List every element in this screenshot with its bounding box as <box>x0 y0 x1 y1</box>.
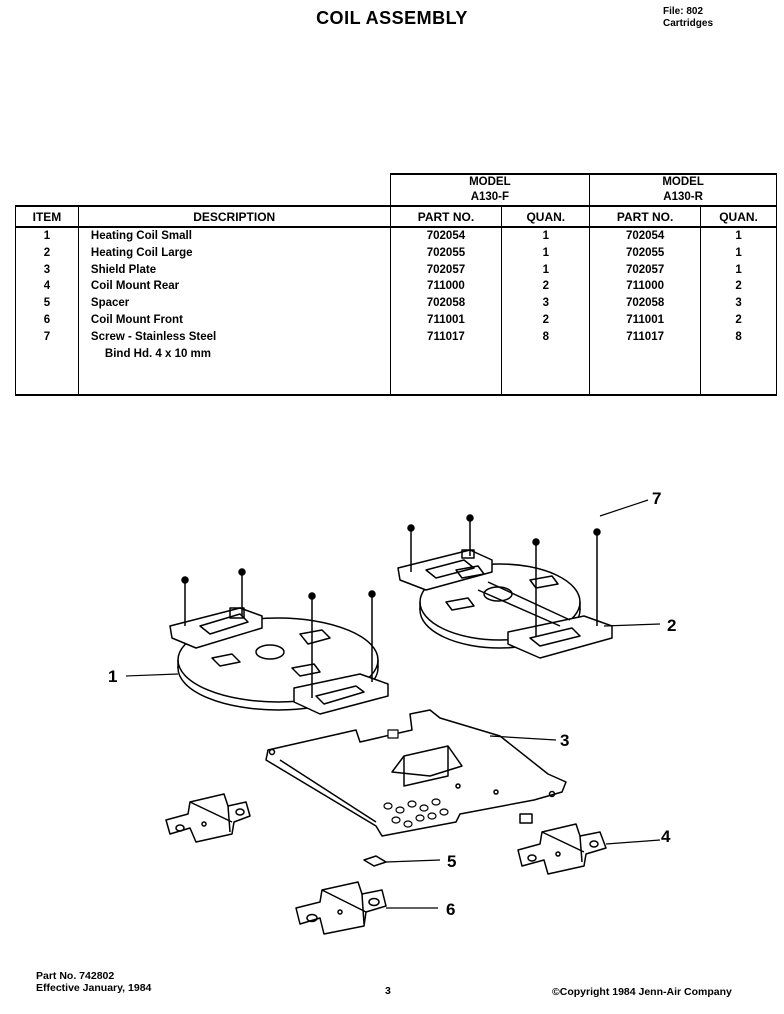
heating-coil-small-part <box>169 568 389 715</box>
table-cell-part-f: 711001 <box>427 313 465 326</box>
table-cell-quan-f: 2 <box>542 313 549 326</box>
col-description: DESCRIPTION <box>77 205 391 228</box>
screws-left <box>181 568 376 698</box>
table-cell-item: 2 <box>43 246 51 259</box>
quan-r-column: 1 1 1 2 3 2 8 <box>701 228 776 346</box>
table-cell-item: 6 <box>43 313 51 326</box>
table-cell-item: 5 <box>43 297 51 310</box>
table-cell-quan-r: 3 <box>735 297 742 310</box>
callout-2: 2 <box>667 616 676 635</box>
callout-7: 7 <box>652 489 661 508</box>
coil-mount-front-part <box>295 881 387 935</box>
table-cell-quan-f: 1 <box>542 263 549 276</box>
table-cell-part-f: 702054 <box>426 230 466 242</box>
callout-4: 4 <box>661 827 671 846</box>
table-cell-part-f: 702055 <box>426 246 466 259</box>
table-cell-description: Coil Mount Front <box>90 313 183 326</box>
column-header-row: ITEM DESCRIPTION PART NO. QUAN. PART NO.… <box>15 205 777 228</box>
table-cell-quan-r: 2 <box>735 280 742 293</box>
table-cell-quan-r: 1 <box>735 230 742 242</box>
leader-lines <box>125 499 661 909</box>
part-r-column: 702054 702055 702057 711000 702058 711001 7110… <box>590 228 700 346</box>
table-cell-quan-f: 1 <box>542 246 549 259</box>
table-cell-item: 1 <box>43 230 51 242</box>
table-cell-part-f: 702058 <box>426 297 466 310</box>
page-title: COIL ASSEMBLY <box>316 8 468 28</box>
table-cell-description: Spacer <box>90 297 130 310</box>
item-column: 1 2 3 4 5 6 7 <box>16 228 78 346</box>
quan-f-column: 1 1 1 2 3 2 8 <box>502 228 589 346</box>
col-part-no-r: PART NO. <box>589 205 702 228</box>
table-cell-description: Heating Coil Small <box>90 230 192 242</box>
file-number: File: 802 <box>663 6 704 17</box>
spacer-part <box>363 855 387 867</box>
table-cell-description: Heating Coil Large <box>90 246 193 259</box>
callout-3: 3 <box>560 731 569 750</box>
table-cell-description-continued: Bind Hd. 4 x 10 mm <box>104 347 212 360</box>
table-cell-quan-r: 8 <box>735 330 742 343</box>
table-cell-part-r: 702055 <box>625 246 665 259</box>
table-cell-part-f: 711000 <box>427 280 465 293</box>
table-cell-quan-r: 1 <box>735 246 742 259</box>
table-cell-part-r: 702057 <box>625 263 665 276</box>
table-cell-item: 4 <box>43 280 51 293</box>
table-cell-part-r: 702054 <box>625 230 665 242</box>
shield-plate-part <box>265 709 567 837</box>
footer-part-number: Part No. 742802 <box>36 970 115 982</box>
callout-6: 6 <box>446 900 455 919</box>
screws-right <box>407 514 601 636</box>
table-cell-part-r: 711000 <box>626 280 664 293</box>
table-cell-description: Screw - Stainless Steel <box>90 330 217 343</box>
table-cell-quan-r: 2 <box>735 313 742 326</box>
table-cell-part-r: 702058 <box>625 297 665 310</box>
callout-1: 1 <box>108 667 117 686</box>
table-cell-quan-f: 3 <box>542 297 549 310</box>
table-cell-part-r: 711001 <box>626 313 664 326</box>
table-cell-description: Coil Mount Rear <box>90 280 180 293</box>
table-cell-description: Shield Plate <box>90 263 157 276</box>
col-part-no-f: PART NO. <box>389 205 503 228</box>
callout-5: 5 <box>447 852 456 871</box>
copyright: ©Copyright 1984 Jenn-Air Company <box>552 986 732 998</box>
col-item: ITEM <box>15 205 79 228</box>
table-cell-quan-f: 1 <box>542 230 549 242</box>
table-cell-item: 3 <box>43 263 51 276</box>
footer-effective-date: Effective January, 1984 <box>36 982 152 994</box>
col-quan-f: QUAN. <box>501 205 591 228</box>
table-cell-part-r: 711017 <box>626 330 664 343</box>
coil-assembly-drawing: 1 2 3 4 5 6 7 <box>108 489 676 935</box>
file-category: Cartridges <box>663 18 714 29</box>
table-cell-quan-f: 2 <box>542 280 549 293</box>
coil-mount-rear-part <box>165 793 607 875</box>
file-reference: File: 802 Cartridges <box>663 6 713 30</box>
table-cell-part-f: 711017 <box>427 330 465 343</box>
footer-document-info: Part No. 742802 Effective January, 1984 <box>36 970 151 994</box>
page-number: 3 <box>385 985 391 997</box>
heating-coil-large-part <box>397 514 613 659</box>
table-cell-item: 7 <box>43 330 51 343</box>
part-f-column: 702054 702055 702057 711000 702058 711001 7110… <box>391 228 502 346</box>
table-cell-quan-f: 8 <box>542 330 549 343</box>
table-cell-quan-r: 1 <box>735 263 742 276</box>
table-cell-part-f: 702057 <box>426 263 466 276</box>
col-quan-r: QUAN. <box>700 205 777 228</box>
